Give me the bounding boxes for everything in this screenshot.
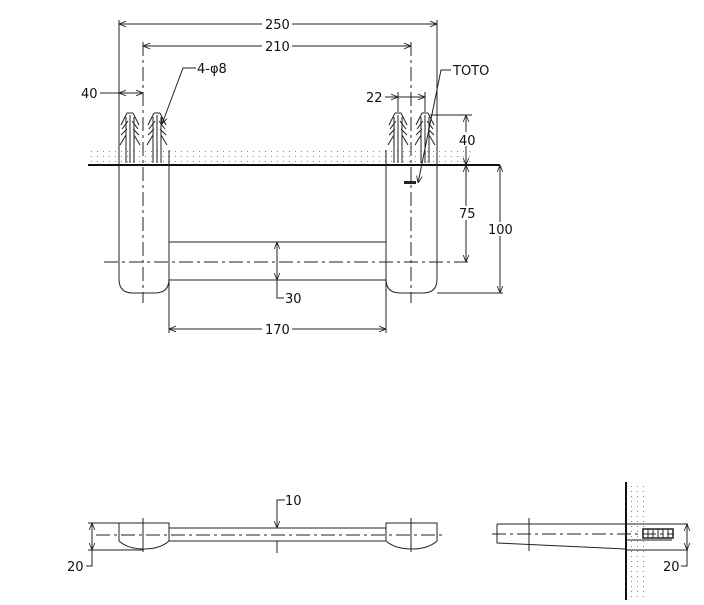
dim-40-right: 40 [459, 134, 476, 149]
left-bracket [118, 165, 170, 294]
dim-30: 30 [285, 292, 302, 307]
front-view: 250 210 40 4-φ8 TOTO 22 40 75 100 [81, 16, 514, 338]
anchor-callout: 4-φ8 [197, 62, 227, 77]
dim-10: 10 [285, 494, 302, 509]
dim-22: 22 [366, 91, 383, 106]
dim-40-left: 40 [81, 87, 98, 102]
dim-210: 210 [265, 40, 290, 55]
dim-75: 75 [459, 207, 476, 222]
dim-100: 100 [488, 223, 513, 238]
logo-mark [404, 181, 416, 184]
dim-250: 250 [265, 18, 290, 33]
dim-20-top: 20 [67, 560, 84, 575]
brand-callout: TOTO [452, 64, 489, 79]
side-view: 20 [492, 482, 688, 600]
anchor-screw-icon [642, 528, 674, 539]
dim-170: 170 [265, 323, 290, 338]
wall-hatch [90, 148, 470, 164]
dim-20-side: 20 [663, 560, 680, 575]
top-view: 20 10 [67, 494, 444, 575]
